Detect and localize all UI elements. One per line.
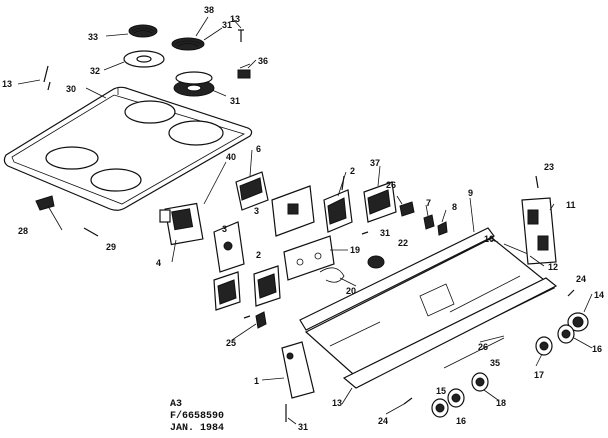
knob-18	[471, 372, 489, 392]
callout-32: 31	[230, 96, 240, 106]
lamp-socket-22	[367, 255, 385, 269]
caption-line-2: F/6658590	[170, 410, 224, 422]
surface-element-35	[128, 24, 158, 38]
clip-8	[437, 221, 448, 236]
callout-37: 36	[258, 56, 268, 66]
callout-6: 6	[256, 144, 261, 154]
burner-opening-front-right	[90, 168, 142, 192]
callout-20: 20	[346, 286, 356, 296]
callout-3-lower: 3	[222, 224, 227, 234]
callout-2-lower-left: 2	[256, 250, 261, 260]
callout-8: 8	[452, 202, 457, 212]
bracket-3	[213, 221, 245, 273]
screw-31-center	[361, 231, 369, 235]
switch-2-upper	[323, 189, 353, 233]
callout-31-bottom: 31	[298, 422, 308, 432]
knob-16-a	[557, 324, 575, 344]
trim-27	[443, 337, 505, 369]
callout-21: 23	[544, 162, 554, 172]
callout-40: 40	[226, 152, 236, 162]
burner-opening-rear-left	[124, 100, 176, 124]
callout-19: 19	[350, 245, 360, 255]
clip-25	[243, 311, 267, 329]
end-cap-12	[503, 243, 529, 255]
caption-line-1: A3	[170, 399, 182, 410]
knob-14	[567, 312, 589, 332]
screw-36-top	[238, 29, 244, 42]
callout-30: 30	[66, 84, 76, 94]
knob-16-b	[447, 388, 465, 408]
burner-opening-front-left	[45, 146, 99, 170]
callout-4: 4	[156, 258, 161, 268]
callout-34: 32	[90, 66, 100, 76]
control-panel-rail-9	[299, 227, 495, 331]
callout-7: 7	[426, 198, 431, 208]
callout-12: 12	[548, 262, 558, 272]
leader-lines	[17, 16, 593, 425]
callout-31-left: 29	[106, 242, 116, 252]
switch-bracket-center	[271, 185, 315, 237]
callout-35: 33	[88, 32, 98, 42]
knob-17	[535, 336, 553, 356]
clip-26	[399, 201, 415, 217]
callout-29-bottom-right: 35	[490, 358, 500, 368]
callout-31-center: 31	[380, 228, 390, 238]
callout-26: 26	[386, 180, 396, 190]
callout-33: 31	[222, 20, 232, 30]
burner-opening-rear-right	[168, 120, 224, 146]
drip-pan-34	[123, 50, 165, 68]
terminal-block-37	[237, 63, 251, 79]
switch-2-lower-right	[253, 265, 281, 307]
callout-16-a: 16	[592, 344, 602, 354]
trim-strip-13	[342, 277, 558, 389]
timer-40	[159, 202, 204, 246]
callout-labels: 13 30 33 32 38 31 13 36 31 28 29 40 6 4 …	[2, 5, 604, 432]
switch-2-lower-left	[213, 271, 241, 311]
callout-16-b: 16	[456, 416, 466, 426]
knob-16-c	[431, 398, 449, 418]
surface-element-33	[171, 37, 205, 51]
callout-18: 18	[496, 398, 506, 408]
callout-15: 15	[436, 386, 446, 396]
caption-line-3: JAN. 1984	[170, 423, 224, 434]
callout-22: 22	[398, 238, 408, 248]
callout-38: 37	[370, 158, 380, 168]
cooktop-panel	[3, 86, 253, 211]
callout-2-upper: 2	[350, 166, 355, 176]
end-bracket-11	[521, 197, 557, 265]
callout-14: 14	[594, 290, 604, 300]
end-bracket-1	[281, 341, 315, 399]
callout-10: 10	[484, 234, 494, 244]
callout-17: 17	[534, 370, 544, 380]
drip-pan-32	[173, 71, 215, 97]
callout-1: 1	[254, 376, 259, 386]
screw-24-right	[567, 289, 575, 297]
screw-31-left	[83, 227, 99, 237]
screw-24-bottom	[403, 397, 413, 405]
switch-38	[363, 181, 397, 223]
callout-28: 28	[18, 226, 28, 236]
switch-6	[235, 171, 269, 211]
figure-caption: A3 F/6658590 JAN. 1984	[170, 399, 224, 434]
callout-24-right: 24	[576, 274, 586, 284]
callout-39: 38	[204, 5, 214, 15]
clip-7	[423, 214, 435, 230]
screw-21	[535, 175, 539, 189]
callout-36-right: 13	[230, 14, 240, 24]
wire-20	[319, 267, 345, 283]
callout-13-left: 13	[332, 398, 342, 408]
callout-3: 3	[254, 206, 259, 216]
callout-24-bottom: 24	[378, 416, 388, 426]
screw-36-left	[43, 65, 51, 91]
callout-9: 9	[468, 188, 473, 198]
callout-11: 11	[566, 200, 576, 210]
hinge-28	[35, 195, 55, 211]
callout-23: 25	[226, 338, 236, 348]
callout-27: 26	[478, 342, 488, 352]
bracket-19	[283, 235, 335, 281]
callout-36: 13	[2, 79, 12, 89]
